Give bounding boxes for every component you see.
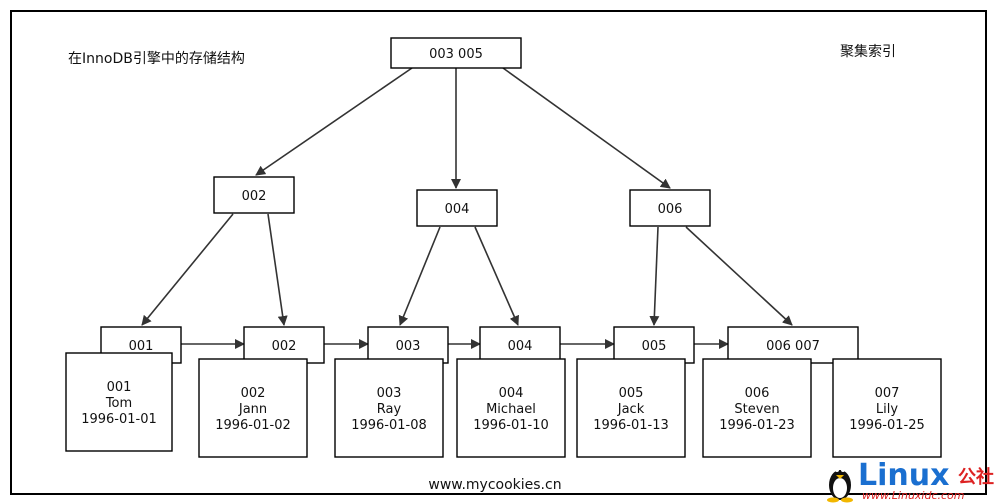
linux-watermark-logo: Linux 公社 www.Linuxidc.com [827, 458, 994, 503]
record-box [702, 358, 812, 458]
record-field: 007 [875, 386, 900, 401]
record-field: Steven [734, 402, 779, 417]
leaf-node-label: 002 [272, 339, 297, 354]
leaf-node-label: 003 [396, 339, 421, 354]
leaf-node-box [613, 326, 695, 364]
leaf-node-box [367, 326, 449, 364]
internal-node-box [213, 176, 295, 214]
record-field: 006 [745, 386, 770, 401]
record-field: Ray [377, 402, 402, 417]
record-box [334, 358, 444, 458]
record-field: 002 [241, 386, 266, 401]
edge-n004-l003 [398, 226, 441, 326]
internal-node-box [416, 189, 498, 227]
record-box [456, 358, 566, 458]
leaf-node-l004: 004 [479, 326, 561, 364]
record-field: 1996-01-08 [351, 418, 427, 433]
edge-n006-l005 [649, 226, 660, 326]
watermark-brand-cn: 公社 [958, 466, 994, 488]
internal-node-box [629, 189, 711, 227]
leaf-node-label: 006 007 [766, 339, 820, 354]
edge-root-n006 [502, 67, 671, 189]
record-field: Lily [876, 402, 898, 417]
record-field: 1996-01-01 [81, 412, 157, 427]
record-box [832, 358, 942, 458]
record-field: 001 [107, 380, 132, 395]
index-type-label: 聚集索引 [840, 43, 896, 60]
internal-node-label: 002 [242, 189, 267, 204]
leaf-node-label: 004 [508, 339, 533, 354]
leaf-node-box [479, 326, 561, 364]
root-node-root: 003 005 [390, 37, 522, 69]
record-field: 005 [619, 386, 644, 401]
edges-layer [141, 67, 793, 349]
watermark-brand: Linux [858, 458, 949, 493]
record-field: 003 [377, 386, 402, 401]
leaf-node-l002: 002 [243, 326, 325, 364]
root-node-label: 003 005 [429, 47, 483, 62]
record-field: 1996-01-10 [473, 418, 549, 433]
record-field: Jann [238, 402, 267, 417]
leaf-node-l003: 003 [367, 326, 449, 364]
internal-node-label: 006 [658, 202, 683, 217]
record-box [65, 352, 173, 452]
record-field: 1996-01-23 [719, 418, 795, 433]
diagram-frame [10, 10, 987, 495]
footer-url: www.mycookies.cn [428, 477, 561, 493]
internal-node-n002: 002 [213, 176, 295, 214]
leaf-node-box [243, 326, 325, 364]
root-node-box [390, 37, 522, 69]
record-field: Tom [105, 396, 132, 411]
record-field: Michael [486, 402, 536, 417]
record-field: 1996-01-02 [215, 418, 291, 433]
edge-root-n002 [255, 67, 413, 176]
tux-penguin-icon [827, 468, 853, 503]
record-field: 004 [499, 386, 524, 401]
record-field: 1996-01-13 [593, 418, 669, 433]
edge-n006-l006 [685, 226, 793, 326]
internal-node-n006: 006 [629, 189, 711, 227]
record-box [576, 358, 686, 458]
record-box [198, 358, 308, 458]
edge-n004-l004 [474, 226, 519, 326]
leaf-node-l005: 005 [613, 326, 695, 364]
record-field: Jack [617, 402, 645, 417]
edge-n002-l001 [141, 213, 234, 326]
edge-n002-l002 [267, 213, 288, 326]
internal-node-label: 004 [445, 202, 470, 217]
leaf-node-label: 005 [642, 339, 667, 354]
watermark-url: www.Linuxidc.com [862, 489, 965, 502]
record-field: 1996-01-25 [849, 418, 925, 433]
leaf-node-label: 001 [129, 339, 154, 354]
internal-node-n004: 004 [416, 189, 498, 227]
leaf-node-l006: 006 007 [727, 326, 859, 364]
diagram-title: 在InnoDB引擎中的存储结构 [68, 51, 245, 67]
